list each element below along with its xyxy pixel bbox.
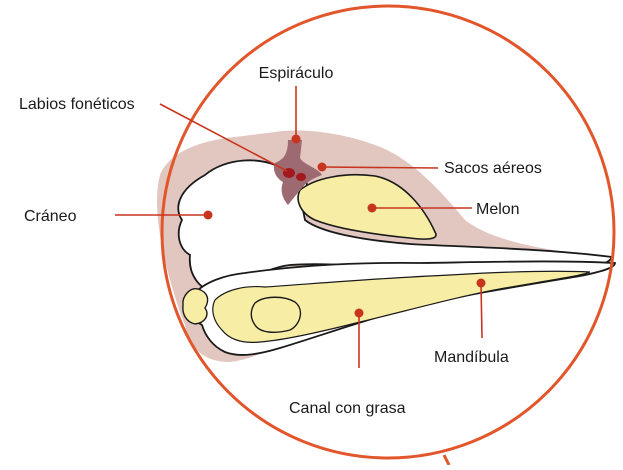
leader-sacos [322,167,438,168]
label-mandibula: Mandíbula [434,349,509,366]
marker-canal [355,309,364,318]
label-canal: Canal con grasa [289,400,406,417]
marker-melon [368,204,377,213]
label-labios: Labios fonéticos [19,96,135,113]
leader-mandibula [481,283,482,338]
circle-tail [444,455,449,465]
label-espiraculo: Espiráculo [259,65,334,82]
label-sacos: Sacos aéreos [444,160,542,177]
marker-sacos [318,163,327,172]
label-craneo: Cráneo [24,208,77,225]
jaw-fat-pad [183,289,208,324]
marker-craneo [204,211,213,220]
marker-mandibula [477,279,486,288]
marker-espiraculo [292,135,301,144]
inner-fat-pad [251,297,300,332]
air-sac-right [296,173,306,181]
label-melon: Melon [476,201,520,218]
